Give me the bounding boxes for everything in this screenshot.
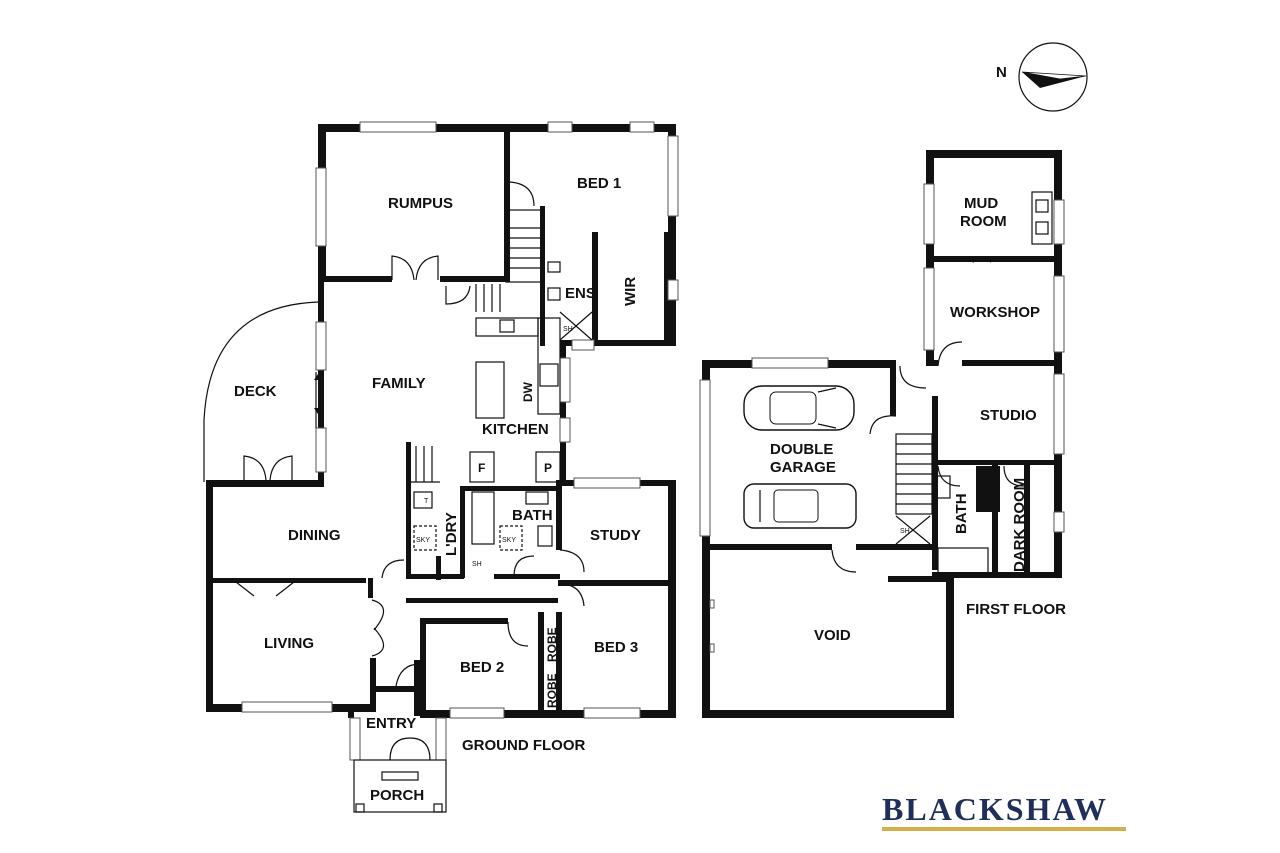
label-skylight-1: SKY	[416, 537, 430, 544]
porch	[353, 737, 447, 813]
label-robe-lower: ROBE	[545, 673, 559, 708]
room-laundry: L'DRY	[443, 512, 460, 556]
label-tub: T	[424, 498, 429, 505]
room-bed-2: BED 2	[460, 659, 504, 676]
first-floor-fittings	[895, 191, 1053, 575]
label-shower-bath: SH	[472, 561, 482, 568]
label-shower-ensuite: SH	[563, 326, 573, 333]
room-kitchen: KITCHEN	[482, 421, 549, 438]
room-bath-first: BATH	[953, 493, 970, 534]
room-porch: PORCH	[370, 787, 424, 804]
label-pantry: P	[544, 461, 552, 475]
room-bath-ground: BATH	[512, 507, 553, 524]
deck-sliding-door	[314, 372, 322, 428]
fixture-labels: SH SH SH SKY SKY T	[416, 326, 910, 568]
brand-logo: BLACKSHAW	[882, 791, 1126, 831]
compass: N	[996, 42, 1088, 112]
first-floor-label: FIRST FLOOR	[966, 601, 1066, 618]
first-floor-walls	[702, 150, 1062, 718]
room-mud-line2: ROOM	[960, 213, 1007, 230]
car-icon-top	[743, 385, 855, 431]
ground-stairs	[406, 227, 542, 483]
compass-north-label: N	[996, 64, 1007, 81]
room-ensuite: ENS	[565, 285, 596, 302]
ground-floor-label: GROUND FLOOR	[462, 737, 585, 754]
room-bed-3: BED 3	[594, 639, 638, 656]
room-family: FAMILY	[372, 375, 426, 392]
deck-outline	[203, 301, 319, 482]
label-shower-first: SH	[900, 528, 910, 535]
ground-floor-windows	[241, 121, 679, 761]
room-void: VOID	[814, 627, 851, 644]
room-wir: WIR	[622, 277, 639, 306]
room-deck: DECK	[234, 383, 277, 400]
room-dark-room: DARK ROOM	[1011, 478, 1028, 572]
room-bed-1: BED 1	[577, 175, 621, 192]
ground-floor-doors	[235, 181, 585, 687]
car-icon-bottom	[743, 483, 857, 529]
room-entry: ENTRY	[366, 715, 416, 732]
room-studio: STUDIO	[980, 407, 1037, 424]
room-mud-line1: MUD	[964, 195, 998, 212]
room-rumpus: RUMPUS	[388, 195, 453, 212]
room-garage-line2: GARAGE	[770, 459, 836, 476]
label-fridge: F	[478, 461, 485, 475]
first-floor-windows	[699, 183, 1065, 653]
first-floor-doors	[831, 257, 1025, 573]
kitchen-fittings	[413, 261, 593, 551]
room-living: LIVING	[264, 635, 314, 652]
room-study: STUDY	[590, 527, 641, 544]
label-dishwasher: DW	[521, 381, 535, 402]
brand-underline	[882, 827, 1126, 831]
room-dining: DINING	[288, 527, 341, 544]
room-garage-line1: DOUBLE	[770, 441, 833, 458]
room-workshop: WORKSHOP	[950, 304, 1040, 321]
brand-name: BLACKSHAW	[882, 791, 1108, 827]
ground-floor-walls	[206, 124, 676, 718]
room-labels: RUMPUS BED 1 ENS WIR DECK FAMILY KITCHEN…	[234, 175, 1066, 804]
label-robe-upper: ROBE	[545, 627, 559, 662]
compass-ring	[1018, 42, 1088, 112]
label-skylight-2: SKY	[502, 537, 516, 544]
